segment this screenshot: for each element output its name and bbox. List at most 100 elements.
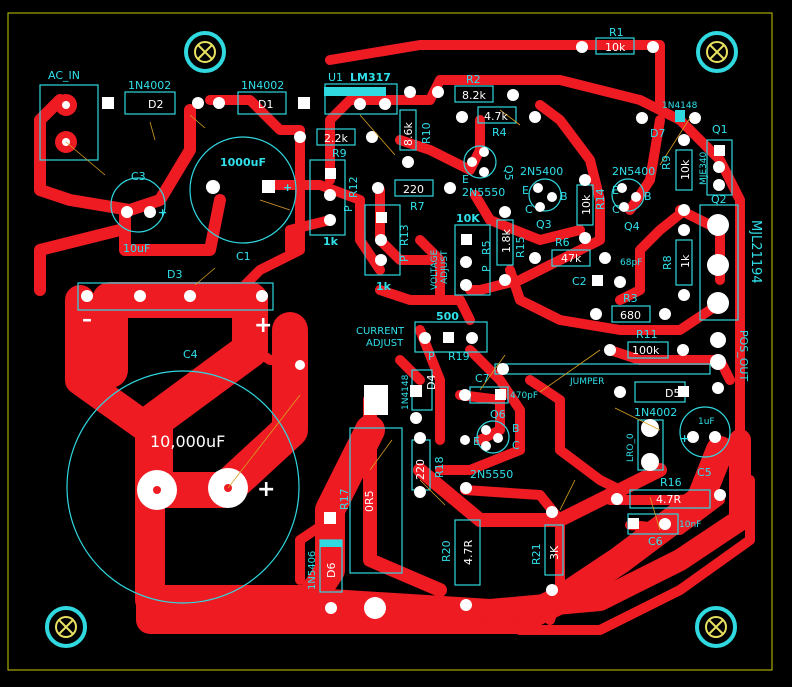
label-voltage-adjust-1: VOLTAGE [430,249,440,290]
pad [379,98,391,110]
pad [576,41,588,53]
label-d7: D7 [650,127,665,140]
label-c5-plus: + [680,432,689,445]
label-r4-val: 4.7k [484,110,508,123]
pot500-outline [414,321,488,353]
label-c3-val: 10uF [123,242,150,255]
d1-outline [237,91,287,115]
label-c7: C7 [475,372,490,385]
pad [678,204,690,216]
label-d6-type: 1N5406 [307,551,318,590]
pad [364,385,388,415]
pad [294,131,306,143]
r6-outline [551,249,591,267]
label-r8: R8 [661,255,674,270]
label-d2-type: 1N4002 [128,79,171,92]
r2-outline [454,85,494,103]
component-labels: AC_IN 1N4002 D2 1N4002 D1 C3 10uF + 1000… [48,26,763,590]
label-d6: D6 [325,563,338,578]
pad [256,290,268,302]
q1-outline [706,139,733,196]
r9-outline [316,128,356,146]
label-ac-in: AC_IN [48,69,80,82]
pad [481,425,491,435]
pad [62,101,70,109]
pad [456,111,468,123]
label-r21: R21 [530,543,543,565]
pad [479,167,489,177]
pad [614,386,626,398]
label-d5: D5 [665,387,680,400]
label-q6-e: E [473,435,480,448]
pad [467,157,477,167]
label-r14: R14 [594,188,607,210]
pad [206,180,220,194]
r11-outline [627,341,669,359]
pad [466,332,478,344]
pad [709,431,721,443]
r12-pot-outline [309,159,346,236]
pad [144,206,156,218]
label-d1: D1 [258,98,273,111]
label-r20-val: 4.7R [462,540,475,565]
pad [675,110,685,122]
q3-outline [528,178,562,212]
pad [414,486,426,498]
label-r17: R17 [338,488,351,510]
r8-outline [675,239,693,286]
pad [262,180,275,193]
label-q4-e: E [612,184,619,197]
mounting-holes [45,31,738,648]
pad [678,134,690,146]
pad [678,386,689,397]
r7-outline [394,179,434,197]
pad [631,192,641,202]
label-q5-e: E [462,173,469,186]
pad [619,202,629,212]
label-q3-b: B [560,190,568,203]
label-c6: C6 [648,535,663,548]
label-d3-plus: + [254,313,272,338]
pad [546,506,558,518]
c5-outline [679,406,731,458]
label-r16: R16 [660,476,682,489]
label-r4: R4 [492,126,507,139]
r16-outline [629,489,711,509]
pad [460,256,472,268]
label-c7-val: 470pF [510,391,538,401]
r4-outline [477,106,517,124]
label-c1-plus: + [283,181,292,194]
pad [497,363,509,375]
pad [324,512,336,524]
pad [579,232,591,244]
pad [592,275,603,286]
label-q3-type: 2N5400 [520,165,563,178]
label-r6: R6 [555,236,570,249]
pad [81,290,93,302]
pad [710,332,726,348]
label-r13-p: P [398,255,411,262]
label-r18: R18 [433,456,446,478]
r9b-outline [675,149,693,191]
jumper-outline [494,363,711,375]
label-r15-val: 1.8k [500,229,513,253]
pad [213,97,225,109]
q4-outline [611,178,645,212]
label-c2: C2 [572,275,587,288]
pad [493,433,503,443]
label-r17-val: 0R5 [363,490,376,512]
label-current-adjust-2: ADJUST [366,338,404,349]
pad [184,290,196,302]
label-pos-out: POS_OUT [737,330,750,381]
label-r2-val: 8.2k [462,89,486,102]
pad [320,540,342,547]
pad [376,212,387,223]
pad [713,161,725,173]
r3-outline [611,305,651,323]
pad [414,432,426,444]
label-c1: C1 [236,250,251,263]
pad [121,206,133,218]
label-r9-val: 2.2k [324,132,348,145]
pad [546,584,558,596]
